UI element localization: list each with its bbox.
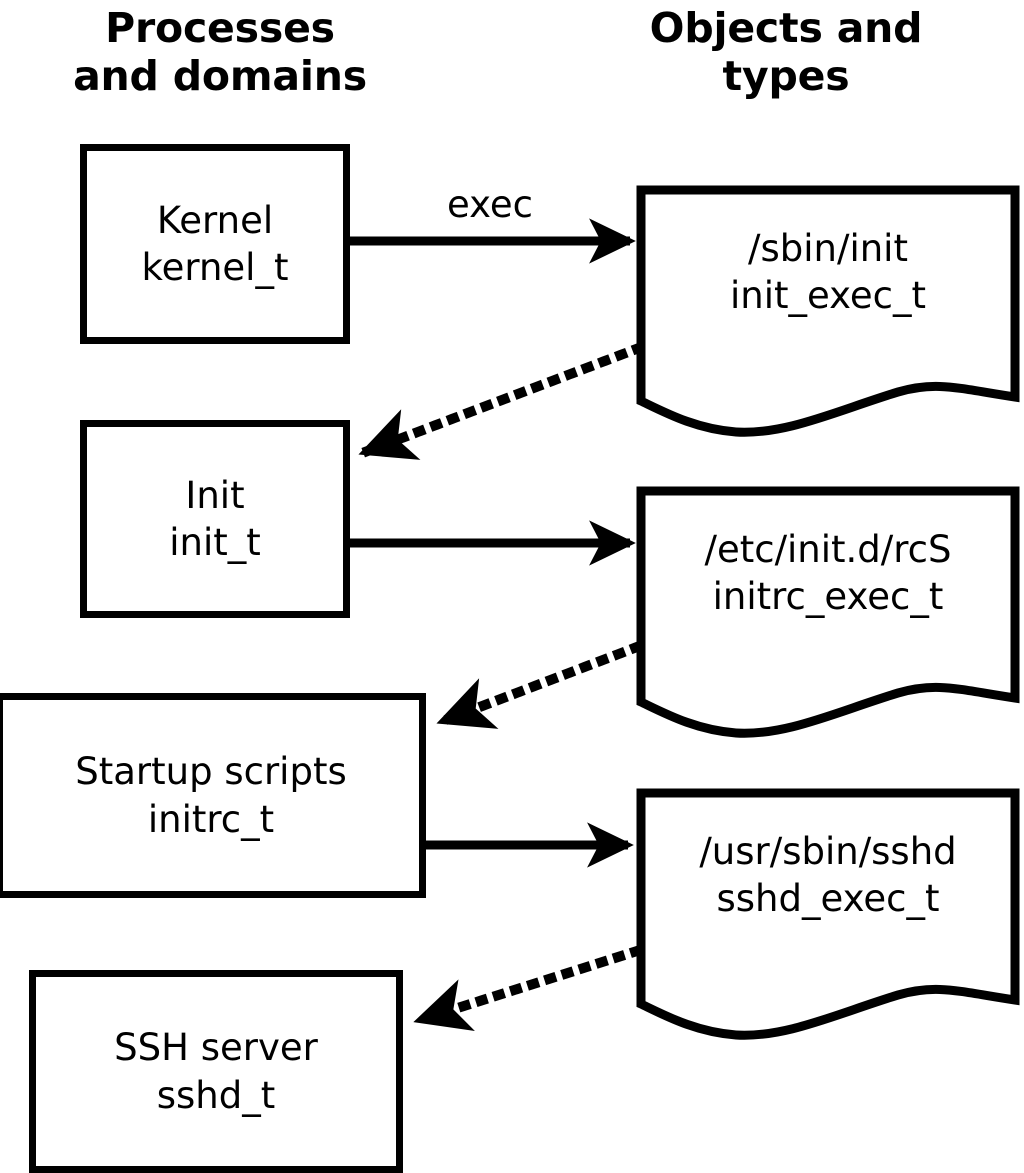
- edge-sshd-exec-to-sshd: [413, 944, 644, 1031]
- document-shape-icon: [636, 788, 1020, 1040]
- object-node-initrc-exec[interactable]: /etc/init.d/rcS initrc_exec_t: [636, 486, 1020, 738]
- process-node-init[interactable]: Init init_t: [80, 420, 350, 618]
- process-node-ssh-server-line2: sshd_t: [156, 1073, 276, 1117]
- process-node-init-line1: Init: [185, 473, 245, 517]
- edge-label-exec: exec: [447, 183, 533, 226]
- process-node-startup-scripts[interactable]: Startup scripts initrc_t: [0, 693, 426, 898]
- column-header-processes: Processes and domains: [73, 4, 367, 101]
- process-node-startup-scripts-line1: Startup scripts: [75, 750, 347, 794]
- process-node-kernel-line1: Kernel: [156, 198, 274, 242]
- process-node-kernel[interactable]: Kernel kernel_t: [80, 144, 350, 344]
- object-node-init-exec[interactable]: /sbin/init init_exec_t: [636, 185, 1020, 437]
- column-header-objects: Objects and types: [649, 4, 923, 101]
- document-shape-icon: [636, 185, 1020, 437]
- object-node-sshd-exec[interactable]: /usr/sbin/sshd sshd_exec_t: [636, 788, 1020, 1040]
- process-node-startup-scripts-line2: initrc_t: [147, 797, 275, 841]
- process-node-ssh-server[interactable]: SSH server sshd_t: [29, 970, 403, 1173]
- process-node-init-line2: init_t: [169, 521, 261, 564]
- process-node-kernel-line2: kernel_t: [141, 246, 289, 289]
- edge-init-exec-to-init: [358, 341, 646, 460]
- edge-initrc-exec-to-initrc: [436, 640, 644, 729]
- document-shape-icon: [636, 486, 1020, 738]
- process-node-ssh-server-line1: SSH server: [114, 1026, 318, 1070]
